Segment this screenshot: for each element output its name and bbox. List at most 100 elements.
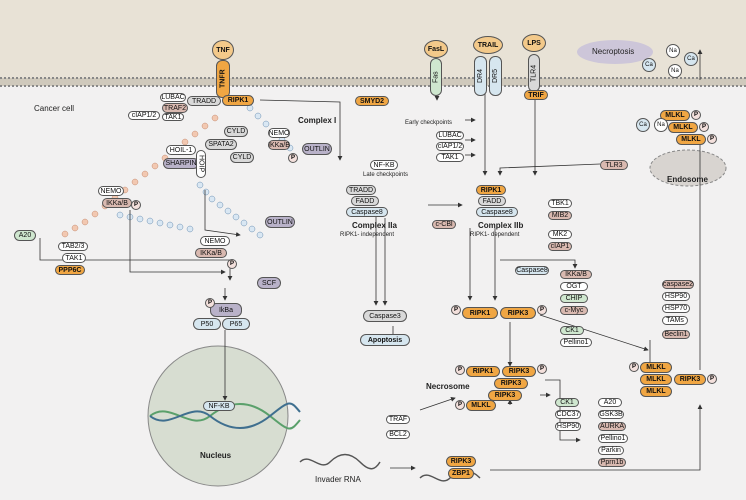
dr5-receptor: DR5 xyxy=(489,56,502,96)
mlkl-membrane-1: MLKL xyxy=(660,110,690,121)
lps-ligand: LPS xyxy=(522,34,546,52)
ppp6c-node: PPP6C xyxy=(55,265,85,275)
tradd-iia: TRADD xyxy=(346,185,376,195)
fadd-iib: FADD xyxy=(478,196,506,206)
ikk-c1: IKKa/B xyxy=(268,140,290,150)
ccbl-node: c-CBl xyxy=(432,220,456,229)
ion-ca-1: Ca xyxy=(642,58,656,72)
right-reg-tams: TAMs xyxy=(662,316,688,325)
caspase8-iia: Caspase8 xyxy=(346,207,388,217)
tradd-c1: TRADD xyxy=(187,96,221,106)
tak1-left: TAK1 xyxy=(62,253,86,263)
mlkl-olig-2: MLKL xyxy=(640,374,672,385)
endosome-label: Endosome xyxy=(667,175,708,184)
ripk1-necrosome: RIPK1 xyxy=(466,366,500,377)
phospho-ripk1-necro: P xyxy=(455,365,465,375)
cyld-top: CYLD xyxy=(224,126,248,137)
traf-node: TRAF xyxy=(386,415,410,424)
traf2-c1: TRAF2 xyxy=(162,103,188,113)
right-reg-hsp90: HSP90 xyxy=(662,292,690,301)
bcl2-node: BCL2 xyxy=(386,430,410,439)
nemo-lower: NEMO xyxy=(200,236,230,246)
right-reg-hsp70: HSP70 xyxy=(662,304,690,313)
tnf-ligand: TNF xyxy=(212,40,234,60)
phospho-mlkl-necro: P xyxy=(455,400,465,410)
mlkl-olig-1: MLKL xyxy=(640,362,672,373)
dr4-receptor: DR4 xyxy=(474,56,487,96)
ck1-group-cdc37: CDC37 xyxy=(555,410,581,419)
phospho-ikk-c1: P xyxy=(288,153,298,163)
right-reg-caspase2: caspase2 xyxy=(662,280,694,289)
hoip-node: HOIP xyxy=(196,150,206,178)
phospho-ripk3-necro: P xyxy=(537,364,547,374)
mlkl-olig-3: MLKL xyxy=(640,386,672,397)
nucleus-label: Nucleus xyxy=(200,451,232,460)
endosome-shape xyxy=(649,149,727,187)
scf-node: SCF xyxy=(257,277,281,289)
ripk3-zbp1: RIPK3 xyxy=(446,456,476,467)
tak1-c1: TAK1 xyxy=(162,113,184,121)
mid-reg-pellino1: Pellino1 xyxy=(560,338,592,347)
extracellular-space xyxy=(0,0,746,80)
iib-reg-tbk1: TBK1 xyxy=(548,199,572,208)
mid-reg-chip: CHIP xyxy=(560,294,588,303)
outlin-c1: OUTLIN xyxy=(302,143,332,155)
a20-group-a20: A20 xyxy=(598,398,622,407)
fas-receptor: Fas xyxy=(430,58,442,96)
p50-node: P50 xyxy=(193,318,221,330)
lubac-c1: LUBAC xyxy=(160,93,186,102)
mlkl-necrosome: MLKL xyxy=(466,400,496,411)
phospho-ikk-left: P xyxy=(131,200,141,210)
necroptosis-cloud xyxy=(577,40,653,64)
a20-group-aurka: AURKA xyxy=(598,422,626,431)
ripk3-olig: RIPK3 xyxy=(674,374,706,385)
trail-ligand: TRAIL xyxy=(473,36,503,54)
right-reg-beclin1: Beclin1 xyxy=(662,330,690,339)
ikk-lower: IKKa/B xyxy=(195,248,227,258)
fadd-iia: FADD xyxy=(351,196,379,206)
complex-iib-label: Complex IIb xyxy=(478,221,524,230)
early-lubac: LUBAC xyxy=(436,131,464,140)
caspase8-iib: Caspase8 xyxy=(476,207,518,217)
p65-node: P65 xyxy=(222,318,250,330)
early-ciap: cIAP1/2 xyxy=(436,142,464,151)
ikk-left: IKKa/B xyxy=(102,198,132,208)
mid-reg-cmyc: c-Myc xyxy=(560,306,588,315)
iib-reg-mk2: MK2 xyxy=(548,230,572,239)
ripk3-necrosome-3: RIPK3 xyxy=(488,390,522,401)
phospho-ikba: P xyxy=(205,298,215,308)
nemo-left: NEMO xyxy=(98,186,124,196)
complex-iib-sub: RIPK1- dependent xyxy=(470,232,520,238)
phospho-ripk1-pair: P xyxy=(451,305,461,315)
iib-reg-ciap1: cIAP1 xyxy=(548,242,572,251)
phospho-ikk-lower: P xyxy=(227,259,237,269)
complex-i-label: Complex I xyxy=(298,116,337,125)
mid-reg-ikk: IKKa/B xyxy=(560,270,592,279)
iib-reg-mib2: MIB2 xyxy=(548,211,572,220)
smyd2-node: SMYD2 xyxy=(355,96,389,106)
ck1-group-hsp90: HSP90 xyxy=(555,422,581,431)
late-checkpoints-label: Late checkpoints xyxy=(363,172,409,178)
ripk3-necrosome-1: RIPK3 xyxy=(502,366,536,377)
ck1-group-ck1: CK1 xyxy=(555,398,579,407)
a20-group-pprn1b: Pprn1b xyxy=(598,458,626,467)
mlkl-membrane-3: MLKL xyxy=(676,134,706,145)
tab23-node: TAB2/3 xyxy=(58,242,88,251)
a20-group-parkin: Parkin xyxy=(598,446,624,455)
nfkb-nucleus: NF-KB xyxy=(203,401,235,411)
cancer-cell-label: Cancer cell xyxy=(34,104,75,113)
ion-na-1: Na xyxy=(666,44,680,58)
ikba-node: IkBa xyxy=(210,303,242,317)
phospho-mlkl-membrane: P xyxy=(691,110,701,120)
complex-iia-sub: RIPK1- independent xyxy=(340,232,395,238)
nemo-c1: NEMO xyxy=(268,128,290,138)
necrosome-label: Necrosome xyxy=(426,382,470,391)
phospho-ripk3-olig: P xyxy=(707,374,717,384)
mlkl-membrane-2: MLKL xyxy=(668,122,698,133)
early-checkpoints-label: Early checkpoints xyxy=(405,120,453,126)
invader-rna-strand xyxy=(299,453,381,470)
outlin-left: OUTLIN xyxy=(265,216,295,228)
caspase8-tag: Caspase8 xyxy=(515,266,549,275)
